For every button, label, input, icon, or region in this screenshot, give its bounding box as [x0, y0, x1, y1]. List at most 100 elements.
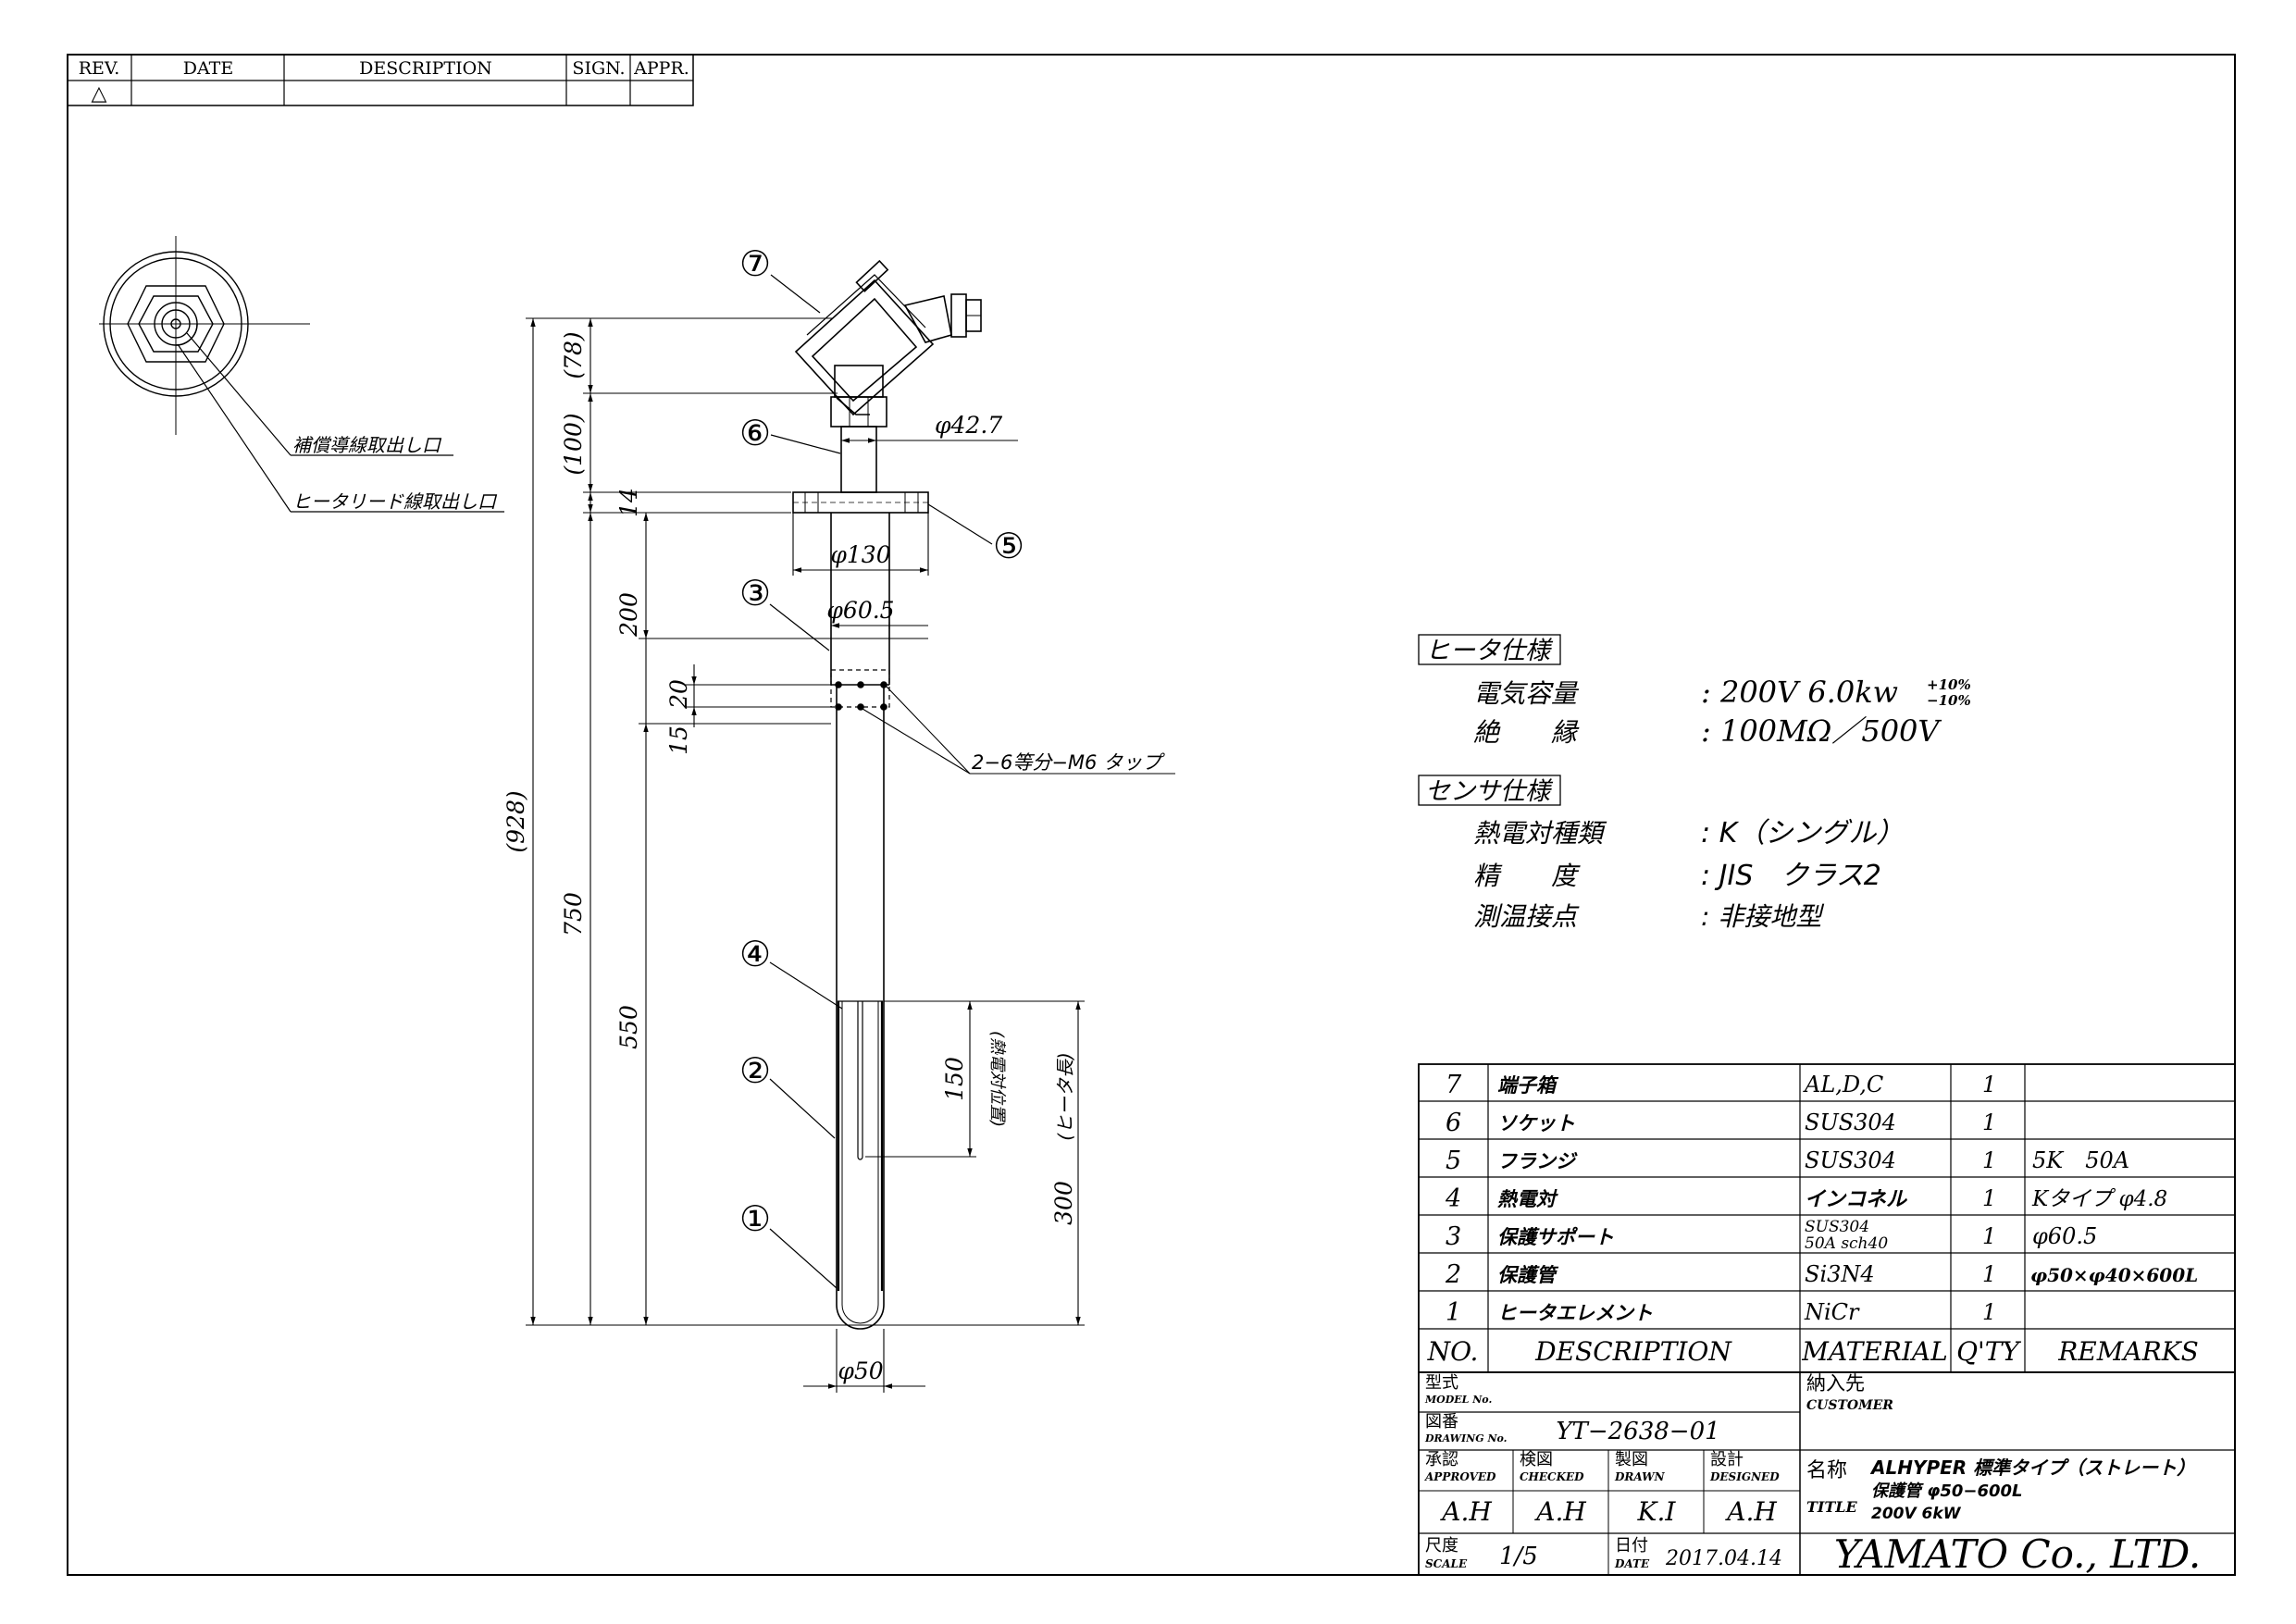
- dim-socket-length: (100): [560, 413, 587, 475]
- socket-pipe: [840, 426, 877, 493]
- heater-lead-outlet-label: ヒータリード線取出し口: [292, 490, 498, 513]
- model-label-jp: 型式: [1425, 1373, 1458, 1393]
- designed-label-jp: 設計: [1710, 1450, 1744, 1469]
- heater-capacity-value: : 200V 6.0kw: [1701, 675, 1898, 710]
- heater-spec-heading: ヒータ仕様: [1425, 637, 1554, 665]
- balloon-3: ③: [739, 573, 771, 614]
- rev-mark: △: [92, 82, 107, 105]
- heater-spec: ヒータ仕様 電気容量 : 200V 6.0kw +10% −10% 絶 縁 : …: [1418, 634, 1971, 749]
- parts-header-description: DESCRIPTION: [1534, 1336, 1732, 1367]
- accuracy-label: 精 度: [1473, 861, 1581, 891]
- part-2-no: 2: [1445, 1260, 1461, 1289]
- part-4-no: 4: [1445, 1184, 1461, 1213]
- part-4-rem: Kタイプ φ4.8: [2031, 1187, 2167, 1211]
- balloon-1: ①: [739, 1198, 771, 1239]
- heater-element: [837, 1000, 884, 1291]
- part-3-desc: 保護サポート: [1497, 1226, 1614, 1248]
- drawn-by: K.I: [1637, 1496, 1677, 1527]
- dim-thermocouple-position: 150: [941, 1057, 968, 1101]
- title-line-3: 200V 6kW: [1871, 1505, 1962, 1523]
- revision-block: REV. DATE DESCRIPTION SIGN. APPR. △: [67, 54, 694, 106]
- dim-tap-lower: 15: [665, 725, 692, 755]
- part-2-rem: φ50×φ40×600L: [2030, 1264, 2198, 1286]
- part-6-no: 6: [1446, 1109, 1461, 1137]
- part-3-qty: 1: [1982, 1223, 1996, 1249]
- dim-overall: (928): [503, 790, 529, 852]
- approved-label-en: APPROVED: [1424, 1470, 1496, 1483]
- part-5-no: 5: [1446, 1147, 1461, 1175]
- balloon-7: ⑦: [739, 243, 771, 284]
- junction-value: : 非接地型: [1701, 901, 1824, 932]
- title-label-en: TITLE: [1806, 1498, 1858, 1516]
- checked-label-en: CHECKED: [1520, 1470, 1584, 1483]
- balloon-6: ⑥: [739, 413, 771, 453]
- part-3-rem: φ60.5: [2032, 1223, 2097, 1249]
- drawn-label-en: DRAWN: [1614, 1470, 1666, 1483]
- date-value: 2017.04.14: [1665, 1547, 1782, 1570]
- parts-header-remarks: REMARKS: [2057, 1336, 2199, 1367]
- company-name: YAMATO Co., LTD.: [1834, 1531, 2201, 1577]
- part-2-mat: Si3N4: [1805, 1261, 1875, 1287]
- sign-header: SIGN.: [572, 58, 625, 79]
- part-7-mat: AL,D,C: [1803, 1072, 1883, 1097]
- title-block: [1418, 1371, 2236, 1576]
- balloon-2: ②: [739, 1050, 771, 1091]
- heater-capacity-label: 電気容量: [1473, 678, 1580, 709]
- part-4-desc: 熱電対: [1497, 1188, 1558, 1210]
- dim-support-diameter: φ60.5: [826, 597, 894, 624]
- part-3-mat: SUS304: [1805, 1218, 1869, 1236]
- customer-label-en: CUSTOMER: [1806, 1398, 1893, 1413]
- title-line-1: ALHYPER 標準タイプ（ストレート）: [1869, 1457, 2195, 1479]
- part-7-no: 7: [1446, 1071, 1462, 1099]
- compensation-lead-outlet-label: 補償導線取出し口: [292, 434, 442, 456]
- part-1-mat: NiCr: [1804, 1299, 1860, 1325]
- title-line-2: 保護管 φ50−600L: [1871, 1481, 2023, 1501]
- dim-tap-note: 2−6等分−M6 タップ: [972, 751, 1165, 774]
- part-5-desc: フランジ: [1497, 1150, 1578, 1172]
- description-header: DESCRIPTION: [359, 58, 492, 79]
- insulation-value: : 100MΩ／500V: [1701, 713, 1942, 749]
- parts-header-no: NO.: [1427, 1336, 1479, 1367]
- part-3-no: 3: [1446, 1222, 1461, 1251]
- thermocouple: [857, 1001, 863, 1160]
- title-label-jp: 名称: [1806, 1459, 1847, 1482]
- part-1-desc: ヒータエレメント: [1497, 1302, 1653, 1324]
- part-5-mat: SUS304: [1805, 1147, 1896, 1173]
- part-7-desc: 端子箱: [1497, 1074, 1559, 1097]
- part-1-no: 1: [1446, 1298, 1461, 1327]
- date-label-jp: 日付: [1615, 1536, 1648, 1556]
- part-6-qty: 1: [1982, 1110, 1996, 1135]
- parts-header-material: MATERIAL: [1801, 1336, 1947, 1367]
- model-label-en: MODEL No.: [1424, 1394, 1492, 1406]
- dim-flange-thickness: 14: [615, 488, 642, 517]
- heater-capacity-tolerance-plus: +10%: [1927, 676, 1971, 693]
- checked-label-jp: 検図: [1520, 1450, 1553, 1469]
- drawing-border: [67, 54, 2236, 1576]
- heater-capacity-tolerance-minus: −10%: [1927, 692, 1971, 709]
- dim-tap-upper: 20: [665, 679, 692, 710]
- checked-by: A.H: [1533, 1496, 1586, 1527]
- top-view: [99, 236, 504, 513]
- sensor-spec: センサ仕様 熱電対種類 : K（シングル） 精 度 : JIS クラス2 測温接…: [1418, 775, 1904, 932]
- part-1-qty: 1: [1982, 1299, 1996, 1325]
- dim-tube-diameter: φ50: [838, 1357, 883, 1384]
- part-6-desc: ソケット: [1497, 1112, 1575, 1134]
- date-header: DATE: [183, 58, 233, 79]
- designed-label-en: DESIGNED: [1709, 1470, 1780, 1483]
- scale-label-en: SCALE: [1425, 1557, 1468, 1570]
- dim-heater-length: 300: [1050, 1181, 1077, 1225]
- scale-label-jp: 尺度: [1425, 1536, 1458, 1556]
- sensor-spec-heading: センサ仕様: [1425, 777, 1554, 806]
- dim-socket-diameter: φ42.7: [935, 412, 1002, 439]
- drawing-label-jp: 図番: [1425, 1412, 1458, 1432]
- part-2-qty: 1: [1982, 1261, 1996, 1287]
- dim-flange-diameter: φ130: [830, 541, 890, 568]
- dim-support-length: 200: [615, 592, 642, 638]
- date-label-en: DATE: [1614, 1557, 1650, 1570]
- junction-label: 測温接点: [1473, 901, 1580, 932]
- protection-tube: [836, 685, 885, 1330]
- approved-label-jp: 承認: [1425, 1450, 1458, 1469]
- flange: [792, 491, 929, 514]
- part-6-mat: SUS304: [1805, 1110, 1896, 1135]
